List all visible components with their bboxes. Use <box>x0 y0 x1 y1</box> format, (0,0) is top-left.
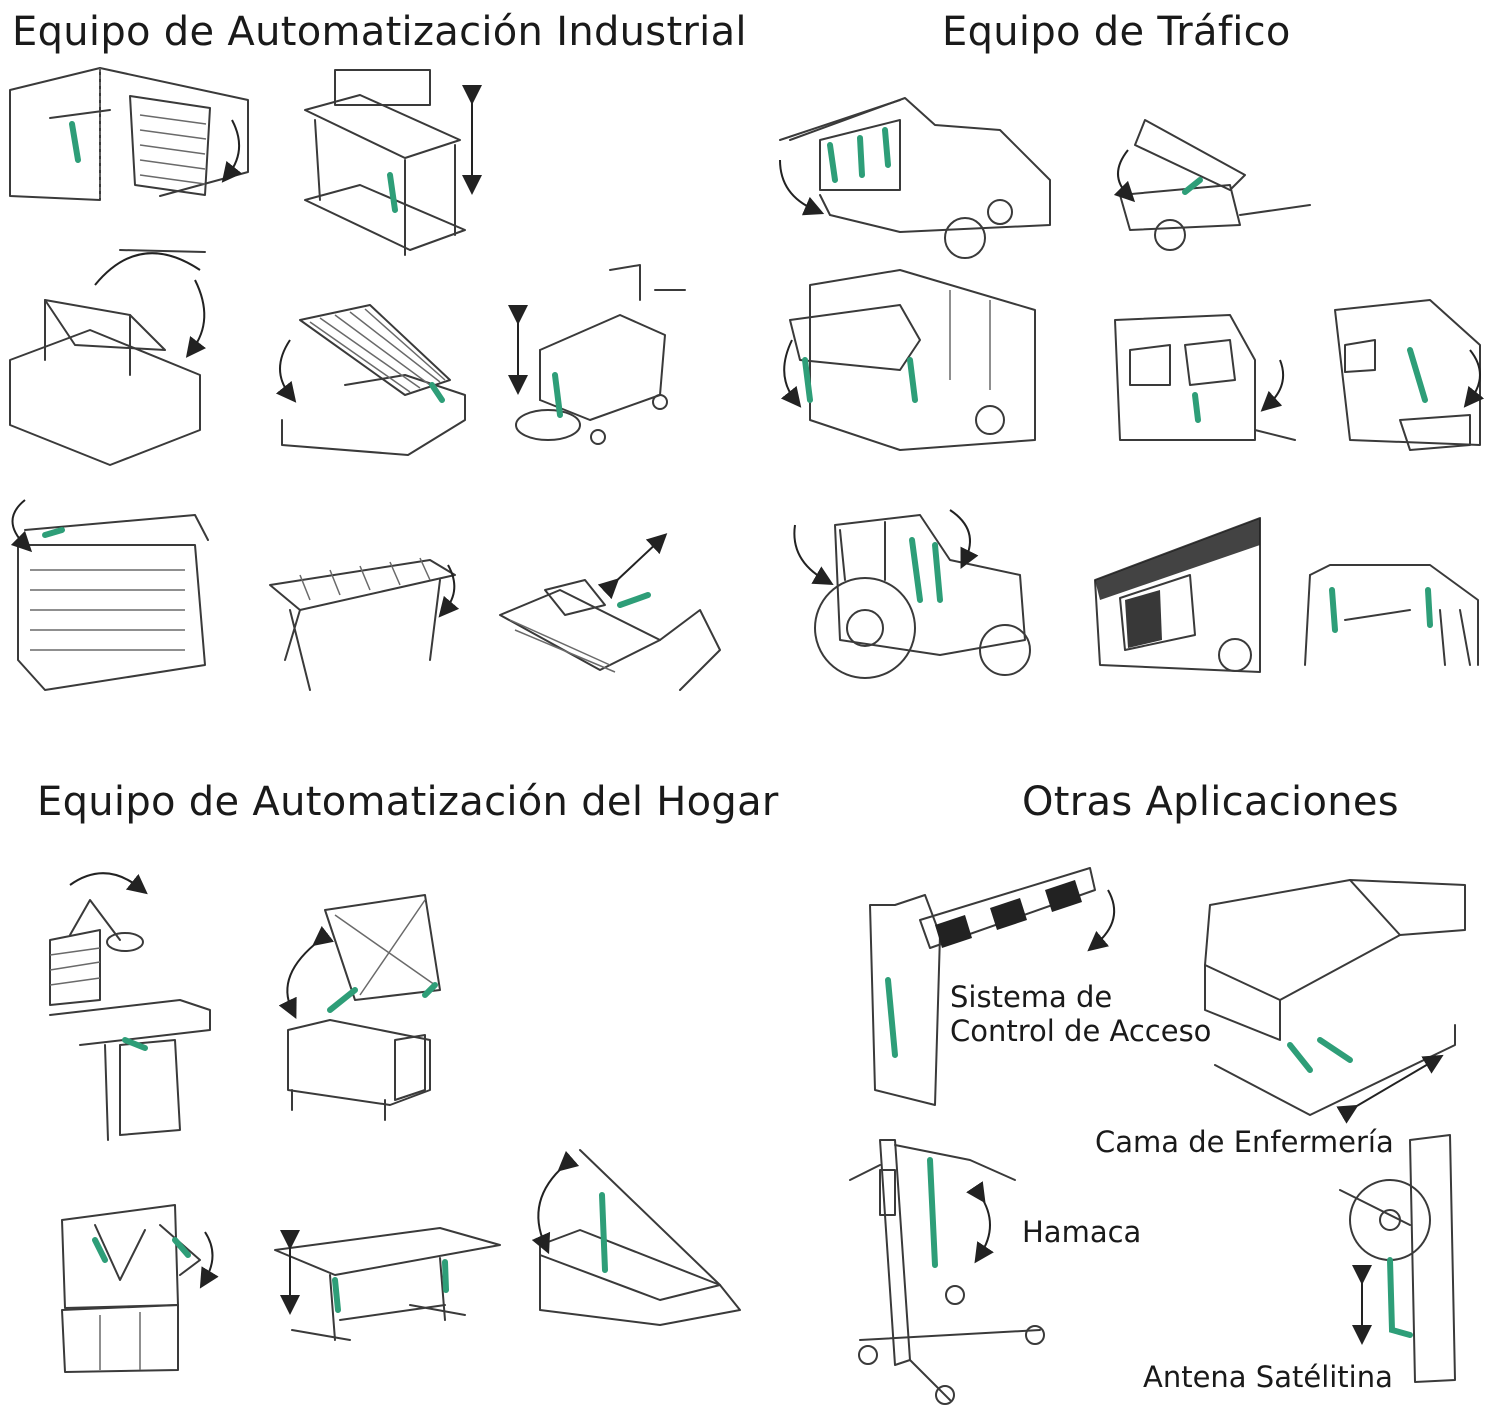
hoist-label: Hamaca <box>1022 1215 1142 1249</box>
traffic-car-hatch-illustration <box>1304 564 1479 666</box>
home-wall-cabinet-illustration <box>61 1204 219 1373</box>
access-control-barrier-illustration <box>869 867 1116 1106</box>
satellite-antenna-label: Antena Satélitina <box>1143 1360 1393 1394</box>
industrial-conveyor-illustration <box>499 533 721 691</box>
traffic-trailer-illustration <box>1113 119 1311 251</box>
industrial-lift-table-illustration <box>304 69 482 256</box>
industrial-storage-bed-illustration <box>275 304 466 456</box>
patient-hoist-illustration <box>849 1139 1045 1405</box>
industrial-foosball-illustration <box>269 557 460 691</box>
industrial-window-illustration <box>9 67 249 201</box>
industrial-section-title: Equipo de Automatización Industrial <box>12 9 747 55</box>
traffic-coach-illustration <box>1094 517 1261 673</box>
satellite-antenna-illustration <box>1339 1134 1456 1383</box>
home-adjustable-table-illustration <box>274 1227 501 1341</box>
industrial-display-case-illustration <box>9 249 207 466</box>
traffic-section-title: Equipo de Tráfico <box>942 9 1291 55</box>
home-section-title: Equipo de Automatización del Hogar <box>37 779 779 825</box>
access-control-label-line1: Sistema de <box>950 980 1113 1014</box>
home-workbench-illustration <box>49 872 211 1141</box>
home-skylight-illustration <box>531 1149 741 1326</box>
industrial-cabinet-illustration <box>10 499 209 691</box>
industrial-floor-scrubber-illustration <box>508 264 686 445</box>
traffic-bus-rear-illustration <box>780 269 1036 451</box>
nursing-bed-illustration <box>1204 879 1466 1124</box>
traffic-van-door-illustration <box>1334 299 1485 451</box>
home-chest-illustration <box>278 894 441 1121</box>
traffic-food-truck-illustration <box>779 97 1051 259</box>
traffic-tractor-illustration <box>793 509 1031 679</box>
nursing-bed-label: Cama de Enfermería <box>1095 1125 1394 1159</box>
other-section-title: Otras Aplicaciones <box>1022 779 1399 825</box>
access-control-label-line2: Control de Acceso <box>950 1014 1212 1048</box>
traffic-caravan-illustration <box>1114 314 1296 441</box>
